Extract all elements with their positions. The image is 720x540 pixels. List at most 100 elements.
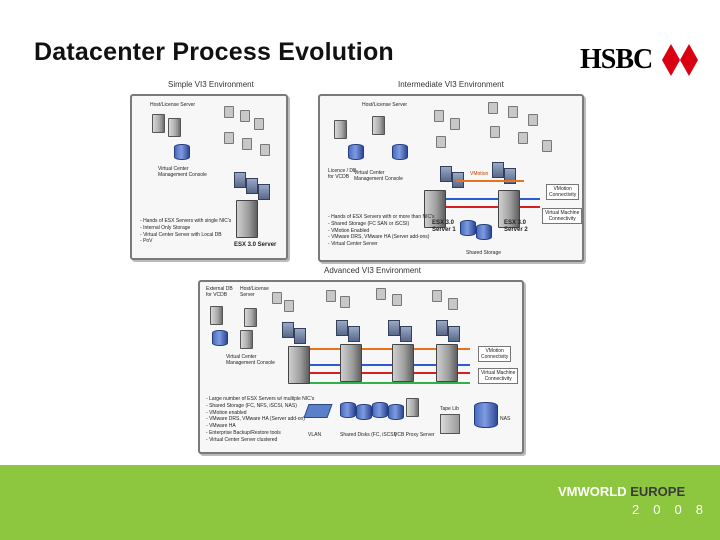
- vm-icon: [450, 118, 460, 130]
- esx-blade-icon: [258, 184, 270, 200]
- esx-blade-icon: [282, 322, 294, 338]
- esx-blade-icon: [400, 326, 412, 342]
- advanced-vi3-panel: External DB for VCDB Host/License Server…: [198, 280, 524, 454]
- nas-label: NAS: [500, 416, 511, 422]
- intermediate-db-label: Licence / DB for VCDB: [328, 168, 357, 181]
- esx-blade-icon: [440, 166, 452, 182]
- server-icon: [334, 120, 347, 139]
- vmotion-connectivity-box: VMotion Connectivity: [478, 346, 512, 362]
- vmotion-tag: VMotion: [470, 171, 489, 177]
- bullet-item: VMotion enabled: [206, 410, 314, 417]
- vcb-proxy-label: VCB Proxy Server: [394, 432, 435, 438]
- simple-license-label: Host/License Server: [150, 102, 196, 108]
- vm-icon: [326, 290, 336, 302]
- database-icon: [392, 144, 408, 160]
- esx-blade-icon: [234, 172, 246, 188]
- intermediate-vc-label: Virtual Center Management Console: [354, 170, 403, 183]
- esx-server-icon: [340, 344, 362, 382]
- esx-server-icon: [236, 200, 258, 238]
- year-text: 2008: [632, 502, 717, 517]
- shared-storage-label: Shared Storage: [466, 250, 502, 256]
- shared-disk-icon: [356, 404, 372, 420]
- advanced-db-label: External DB for VCDB: [206, 286, 233, 299]
- vm-icon: [224, 132, 234, 144]
- vmworld-brand: VMWORLD EUROPE: [558, 484, 685, 499]
- tape-lib-label: Tape Lib: [440, 406, 459, 412]
- bullet-item: Virtual Center Server clustered: [206, 437, 314, 444]
- simple-esx-label: ESX 3.0 Server: [234, 242, 277, 248]
- esx-blade-icon: [348, 326, 360, 342]
- vmotion-connectivity-box: VMotion Connectivity: [546, 184, 580, 200]
- esx-blade-icon: [448, 326, 460, 342]
- shared-disks-label: Shared Disks (FC, iSCSI): [340, 432, 397, 438]
- vm-icon: [260, 144, 270, 156]
- footer-band: [0, 465, 720, 540]
- intermediate-bullets: Hands of ESX Servers with or more than N…: [328, 214, 435, 248]
- esx-blade-icon: [492, 162, 504, 178]
- vm-icon: [340, 296, 350, 308]
- advanced-license-label: Host/License Server: [240, 286, 269, 299]
- intermediate-panel-title: Intermediate VI3 Environment: [398, 80, 504, 89]
- bullet-item: Large number of ESX Servers w/ multiple …: [206, 396, 314, 403]
- simple-vc-label: Virtual Center Management Console: [158, 166, 207, 179]
- advanced-bullets: Large number of ESX Servers w/ multiple …: [206, 396, 314, 443]
- shared-disk-icon: [388, 404, 404, 420]
- bullet-item: Shared Storage (FC SAN or iSCSI): [328, 221, 435, 228]
- vm-icon: [224, 106, 234, 118]
- hsbc-hexagon-icon: [662, 44, 698, 76]
- vm-icon: [272, 292, 282, 304]
- database-icon: [174, 144, 190, 160]
- network-link-blue: [298, 364, 470, 366]
- vm-icon: [518, 132, 528, 144]
- esx-blade-icon: [388, 320, 400, 336]
- vm-icon: [436, 136, 446, 148]
- esx-server-icon: [436, 344, 458, 382]
- bullet-item: Hands of ESX Servers with or more than N…: [328, 214, 435, 221]
- slide-title: Datacenter Process Evolution: [34, 38, 394, 66]
- intermediate-vi3-panel: Host/License Server Licence / DB for VCD…: [318, 94, 584, 262]
- esx1-label: ESX 3.0 Server 1: [432, 220, 456, 234]
- vm-icon: [242, 138, 252, 150]
- server-icon: [244, 308, 257, 327]
- bullet-item: VMotion Enabled: [328, 228, 435, 235]
- bullet-item: VMware DRS, VMware HA (Server add-ons): [328, 234, 435, 241]
- hsbc-logo: HSBC: [580, 44, 698, 76]
- simple-bullets: Hands of ESX Servers with single NIC's I…: [140, 218, 231, 245]
- vlan-switch-icon: [303, 404, 333, 418]
- network-link-red: [444, 206, 540, 208]
- bullet-item: Virtual Center Server: [328, 241, 435, 248]
- esx-blade-icon: [294, 328, 306, 344]
- bullet-item: PoV: [140, 238, 231, 245]
- vm-connectivity-box: Virtual Machine Connectivity: [478, 368, 519, 384]
- vlan-label: VLAN: [308, 432, 322, 438]
- vm-icon: [392, 294, 402, 306]
- esx-server-icon: [288, 346, 310, 384]
- esx2-label: ESX 3.0 Server 2: [504, 220, 528, 234]
- network-link-blue: [444, 198, 540, 200]
- nas-icon: [474, 402, 498, 428]
- vm-icon: [490, 126, 500, 138]
- shared-disk-icon: [340, 402, 356, 418]
- bullet-item: Virtual Center Server with Local DB: [140, 232, 231, 239]
- advanced-panel-title: Advanced VI3 Environment: [324, 266, 421, 275]
- bullet-item: VMware DRS, VMware HA (Server add-on): [206, 416, 314, 423]
- esx-server-2-icon: [498, 190, 520, 228]
- esx-blade-icon: [246, 178, 258, 194]
- server-icon: [210, 306, 223, 325]
- vmotion-link: [298, 348, 470, 350]
- bullet-item: VMware HA: [206, 423, 314, 430]
- logo-text: HSBC: [580, 44, 653, 75]
- bullet-item: Internal Only Storage: [140, 225, 231, 232]
- database-icon: [348, 144, 364, 160]
- vm-icon: [434, 110, 444, 122]
- vm-icon: [376, 288, 386, 300]
- shared-storage-icon: [476, 224, 492, 240]
- vmworld-text: VMWORLD: [558, 484, 627, 499]
- esx-blade-icon: [436, 320, 448, 336]
- simple-vi3-panel: Host/License Server Virtual Center Manag…: [130, 94, 288, 260]
- database-icon: [212, 330, 228, 346]
- bullet-item: Hands of ESX Servers with single NIC's: [140, 218, 231, 225]
- network-link-red: [298, 372, 470, 374]
- advanced-vc-label: Virtual Center Management Console: [226, 354, 275, 367]
- esx-blade-icon: [336, 320, 348, 336]
